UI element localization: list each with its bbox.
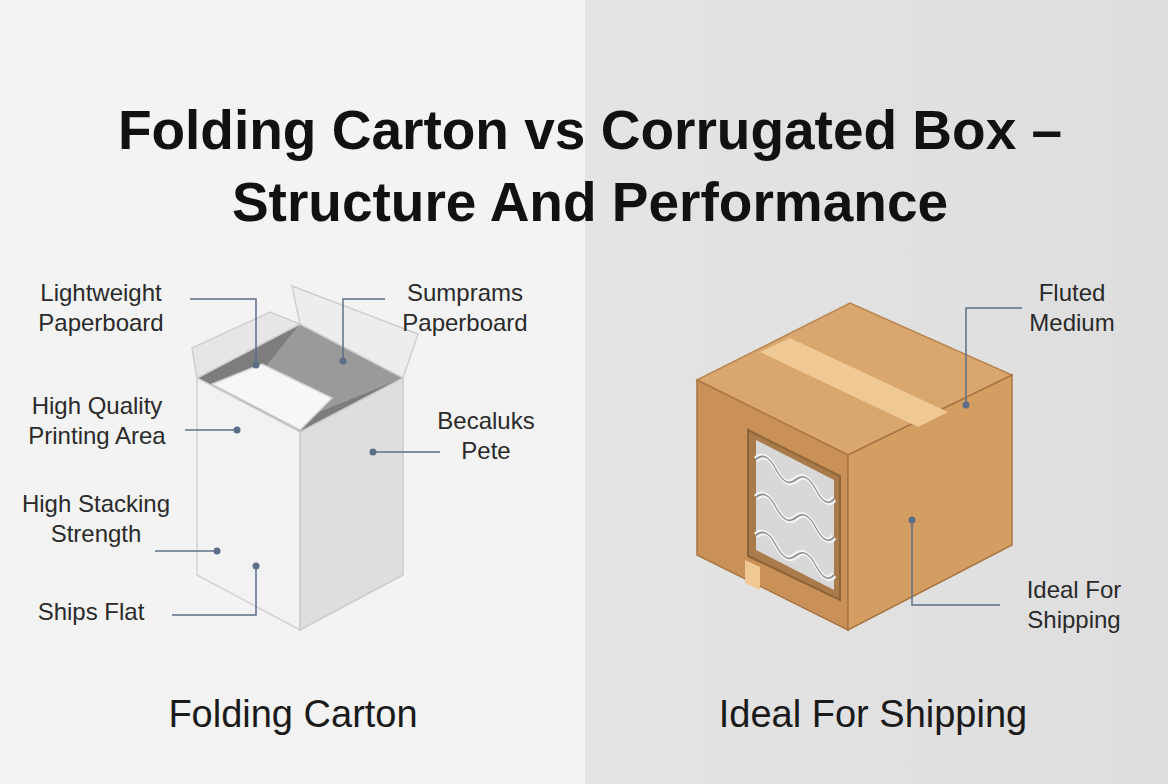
leader-dot — [963, 402, 970, 409]
leader-lines — [155, 299, 1022, 615]
callout-label: High Quality Printing Area — [7, 391, 187, 451]
box-flutes — [756, 452, 834, 582]
leader-line — [190, 299, 256, 365]
callout-label: Ships Flat — [6, 597, 176, 627]
leader-dot — [253, 563, 260, 570]
carton-back-flap — [292, 286, 418, 378]
leader-dot — [234, 427, 241, 434]
callout-label: Becaluks Pete — [421, 406, 551, 466]
leader-dot — [253, 362, 260, 369]
box-flute-edges — [756, 452, 834, 582]
leader-line — [185, 429, 237, 431]
panel-caption: Ideal For Shipping — [623, 690, 1123, 738]
folding-carton — [192, 286, 418, 630]
carton-front-flap — [212, 364, 332, 430]
box-tape — [760, 338, 948, 427]
leader-line — [966, 308, 1022, 405]
leader-line — [373, 451, 440, 453]
callout-label: Sumprams Paperboard — [380, 278, 550, 338]
panel-caption: Folding Carton — [83, 690, 503, 738]
carton-side-flap — [192, 312, 300, 378]
leader-dot — [370, 449, 377, 456]
callout-label: Fluted Medium — [1002, 278, 1142, 338]
leader-line — [912, 520, 1000, 605]
box-cutaway — [748, 430, 840, 600]
box-left-face — [697, 380, 848, 630]
leader-dot — [340, 358, 347, 365]
leader-dot — [909, 517, 916, 524]
box-cutaway-inner — [756, 440, 834, 590]
box-label-patch — [745, 560, 760, 590]
callout-label: Ideal For Shipping — [1004, 575, 1144, 635]
leader-dot — [214, 548, 221, 555]
leader-line — [155, 550, 217, 552]
callout-label: Lightweight Paperboard — [16, 278, 186, 338]
leader-dots — [214, 358, 970, 570]
leader-line — [172, 566, 256, 615]
carton-right-face — [300, 378, 403, 630]
corrugated-box — [697, 303, 1012, 630]
diagram-title: Folding Carton vs Corrugated Box – Struc… — [60, 94, 1120, 238]
callout-label: High Stacking Strength — [6, 489, 186, 549]
leader-line — [343, 299, 385, 361]
